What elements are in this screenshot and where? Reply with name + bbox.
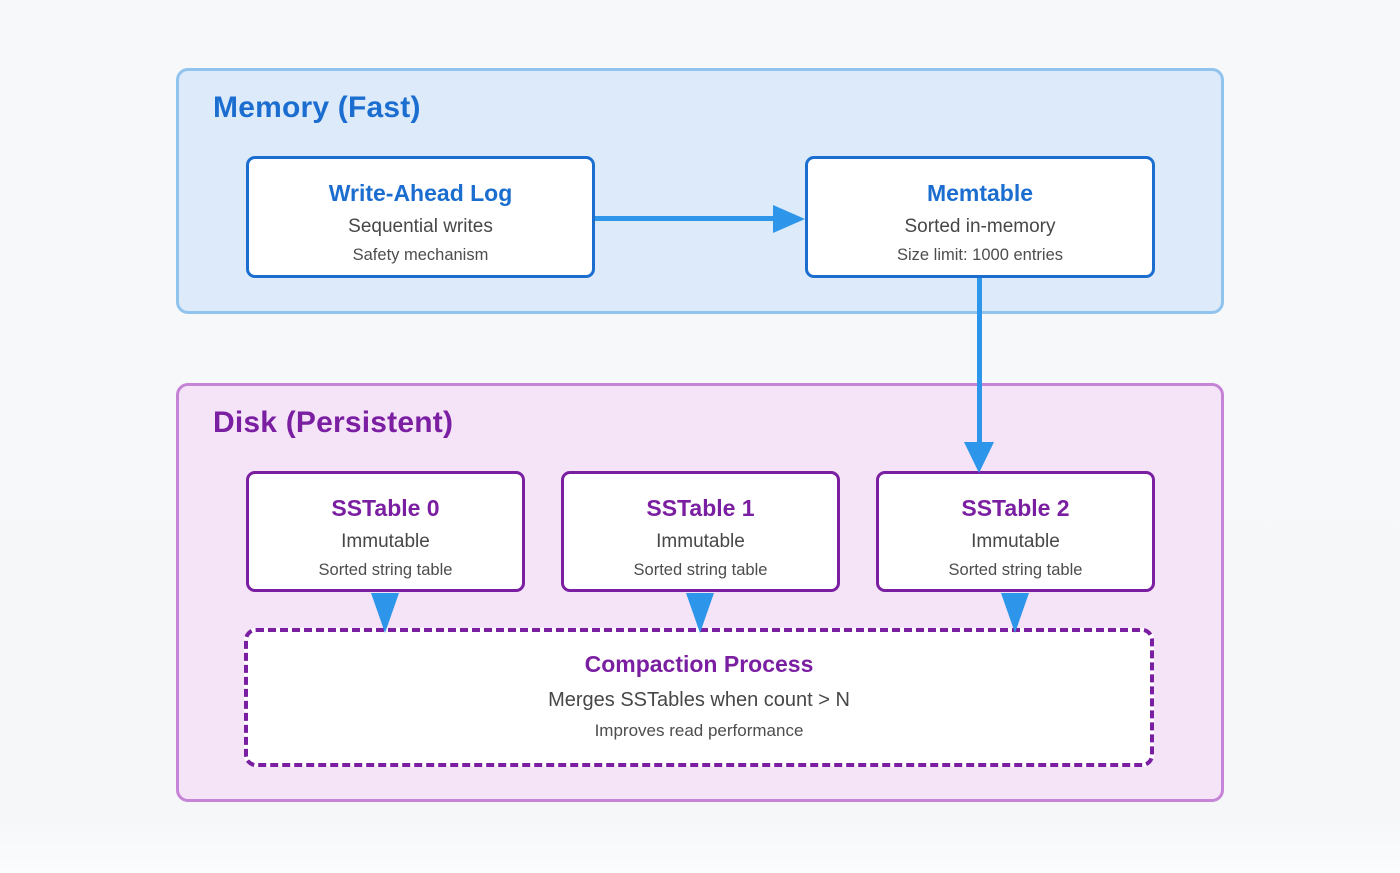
node-compaction-process: Compaction Process Merges SSTables when … bbox=[244, 628, 1154, 767]
node-subtitle: Immutable bbox=[656, 531, 745, 552]
node-title: Memtable bbox=[926, 180, 1034, 206]
node-note: Sorted string table bbox=[948, 561, 1083, 579]
node-note: Sorted string table bbox=[318, 561, 453, 579]
node-sstable-1: SSTable 1 Immutable Sorted string table bbox=[561, 471, 840, 592]
node-title: SSTable 1 bbox=[646, 495, 755, 521]
arrow-sstable0-to-compaction-head bbox=[371, 593, 399, 633]
node-title: Write-Ahead Log bbox=[328, 180, 513, 206]
node-subtitle: Immutable bbox=[341, 531, 430, 552]
node-title: SSTable 2 bbox=[961, 495, 1070, 521]
node-sstable-0: SSTable 0 Immutable Sorted string table bbox=[246, 471, 525, 592]
node-subtitle: Merges SSTables when count > N bbox=[548, 689, 850, 711]
node-subtitle: Immutable bbox=[971, 531, 1060, 552]
node-title: Compaction Process bbox=[584, 651, 814, 677]
node-write-ahead-log: Write-Ahead Log Sequential writes Safety… bbox=[246, 156, 595, 278]
memory-section-title: Memory (Fast) bbox=[213, 91, 421, 124]
arrow-sstable2-to-compaction-head bbox=[1001, 593, 1029, 633]
arrow-sstable1-to-compaction-head bbox=[686, 593, 714, 633]
arrow-wal-to-memtable-line bbox=[595, 216, 777, 221]
node-title: SSTable 0 bbox=[331, 495, 440, 521]
node-subtitle: Sorted in-memory bbox=[904, 216, 1056, 237]
node-memtable: Memtable Sorted in-memory Size limit: 10… bbox=[805, 156, 1155, 278]
node-note: Safety mechanism bbox=[352, 246, 489, 264]
disk-section-title: Disk (Persistent) bbox=[213, 406, 454, 439]
arrow-wal-to-memtable-head bbox=[773, 205, 805, 233]
node-note: Improves read performance bbox=[594, 721, 804, 740]
node-sstable-2: SSTable 2 Immutable Sorted string table bbox=[876, 471, 1155, 592]
arrow-memtable-to-sstable2-line bbox=[977, 278, 982, 444]
node-note: Size limit: 1000 entries bbox=[897, 246, 1063, 264]
node-subtitle: Sequential writes bbox=[348, 216, 493, 237]
node-note: Sorted string table bbox=[633, 561, 768, 579]
arrow-memtable-to-sstable2-head bbox=[964, 442, 994, 473]
